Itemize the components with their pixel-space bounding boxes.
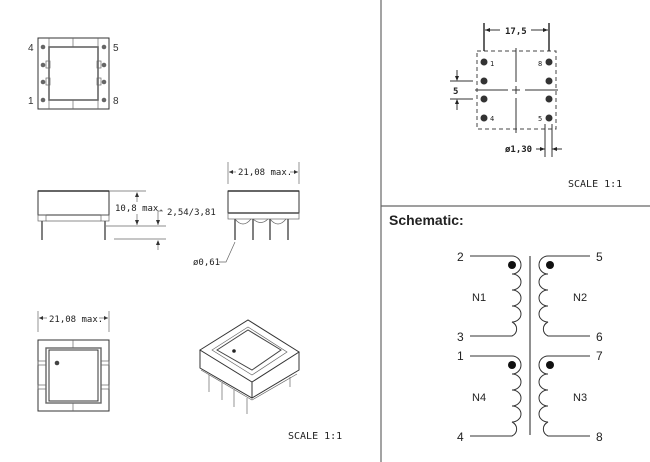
isometric-view [199,319,300,414]
polarity-dot [546,361,554,369]
schematic-pin-label: 2 [457,250,464,264]
pin-dot [101,79,107,85]
schematic-title: Schematic: [389,212,464,228]
pin-dot [101,97,107,103]
top-view: 4 5 1 8 [28,37,119,110]
schematic-pin-label: 6 [596,330,603,344]
footprint-pin-label: 8 [538,60,542,68]
winding-label: N1 [472,292,486,304]
winding-label: N3 [573,392,587,404]
schematic-pin-label: 5 [596,250,603,264]
footprint-holes [480,58,553,122]
schematic-pin-label: 1 [457,349,464,363]
hole-diameter-dimension: ø1,30 [505,145,532,155]
bottom-view: 21,08 max. [37,311,110,412]
left-scale-label: SCALE 1:1 [288,431,342,442]
footprint-scale-label: SCALE 1:1 [568,179,622,190]
winding-label: N2 [573,292,587,304]
side-view: 10,8 max. 2,54/3,81 [37,190,216,250]
schematic-pin-label: 8 [596,430,603,444]
pitch-x-dimension: 17,5 [505,27,527,37]
pin1-marker-dot [54,360,60,366]
top-pin-label: 1 [28,96,34,107]
standoff-dimension: 2,54/3,81 [167,208,216,218]
polarity-dot [508,261,516,269]
footprint-pin-label: 5 [538,115,542,123]
height-dimension: 10,8 max. [115,204,164,214]
pcb-footprint: 17,5 5 1 8 4 5 [450,23,562,157]
polarity-dot [546,261,554,269]
polarity-dot [508,361,516,369]
iso-pin1-dot [232,349,236,353]
front-view: 21,08 max. ø0,61 [193,162,300,268]
schematic-pin-label: 7 [596,349,603,363]
pin-dot [40,62,46,68]
top-pin-label: 5 [113,43,119,54]
winding-label: N4 [472,392,486,404]
top-pin-label: 8 [113,96,119,107]
top-pin-label: 4 [28,43,34,54]
schematic-diagram [470,255,590,437]
pin-diameter-dimension: ø0,61 [193,258,220,268]
footprint-pin-label: 1 [490,60,494,68]
pin-dot [101,62,107,68]
schematic-pin-label: 4 [457,430,464,444]
pin-dot [40,97,46,103]
pin-dot [40,44,46,50]
schematic-pin-label: 3 [457,330,464,344]
bottom-width-dimension: 21,08 max. [49,315,103,325]
pin-dot [40,79,46,85]
pitch-y-dimension: 5 [453,87,458,97]
footprint-pin-label: 4 [490,115,494,123]
pin-dot [101,44,107,50]
front-width-dimension: 21,08 max. [238,168,292,178]
